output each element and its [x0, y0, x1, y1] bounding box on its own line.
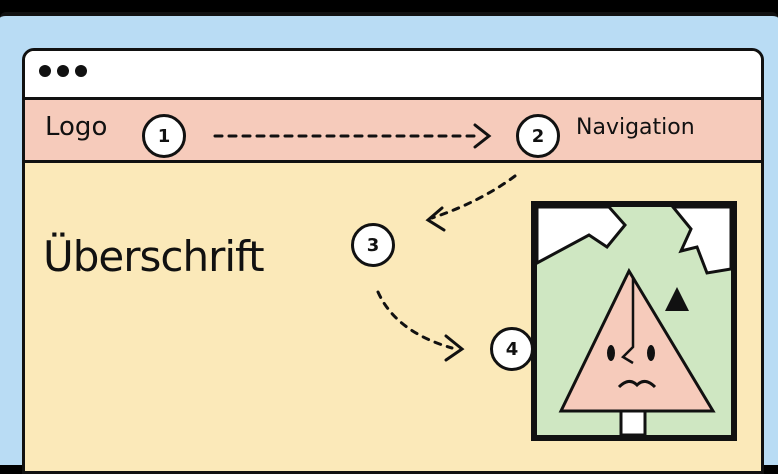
arrow-head-4: [444, 334, 465, 362]
nose-line: [620, 277, 635, 365]
arrow-head-2: [473, 123, 492, 149]
hero-illustration-svg: [537, 207, 731, 435]
navigation-label: Navigation: [576, 115, 695, 140]
step-badge-3: 3: [351, 223, 395, 267]
window-dot-icon: [39, 65, 51, 77]
window-dot-icon: [57, 65, 69, 77]
browser-titlebar: [25, 51, 761, 100]
step-badge-1: 1: [142, 114, 186, 158]
cloud-shape-right: [671, 207, 731, 275]
mouth-shape: [617, 380, 657, 389]
flow-arrows: [213, 123, 517, 362]
arrow-head-3: [425, 206, 446, 232]
right-eye: [647, 345, 655, 361]
left-eye: [607, 345, 615, 361]
browser-window: Logo Navigation Überschrift: [22, 48, 764, 474]
cloud-shape-left: [537, 207, 627, 265]
arrow-2-to-3: [430, 174, 517, 220]
neck-shape: [619, 409, 647, 435]
step-badge-4: 4: [490, 327, 534, 371]
step-badge-2: 2: [516, 114, 560, 158]
small-triangle-icon: [665, 287, 689, 311]
hero-illustration: [531, 201, 737, 441]
window-dot-icon: [75, 65, 87, 77]
logo-label: Logo: [45, 112, 108, 142]
window-controls: [39, 65, 87, 77]
page-heading: Überschrift: [43, 232, 265, 281]
arrow-3-to-4: [376, 290, 454, 350]
